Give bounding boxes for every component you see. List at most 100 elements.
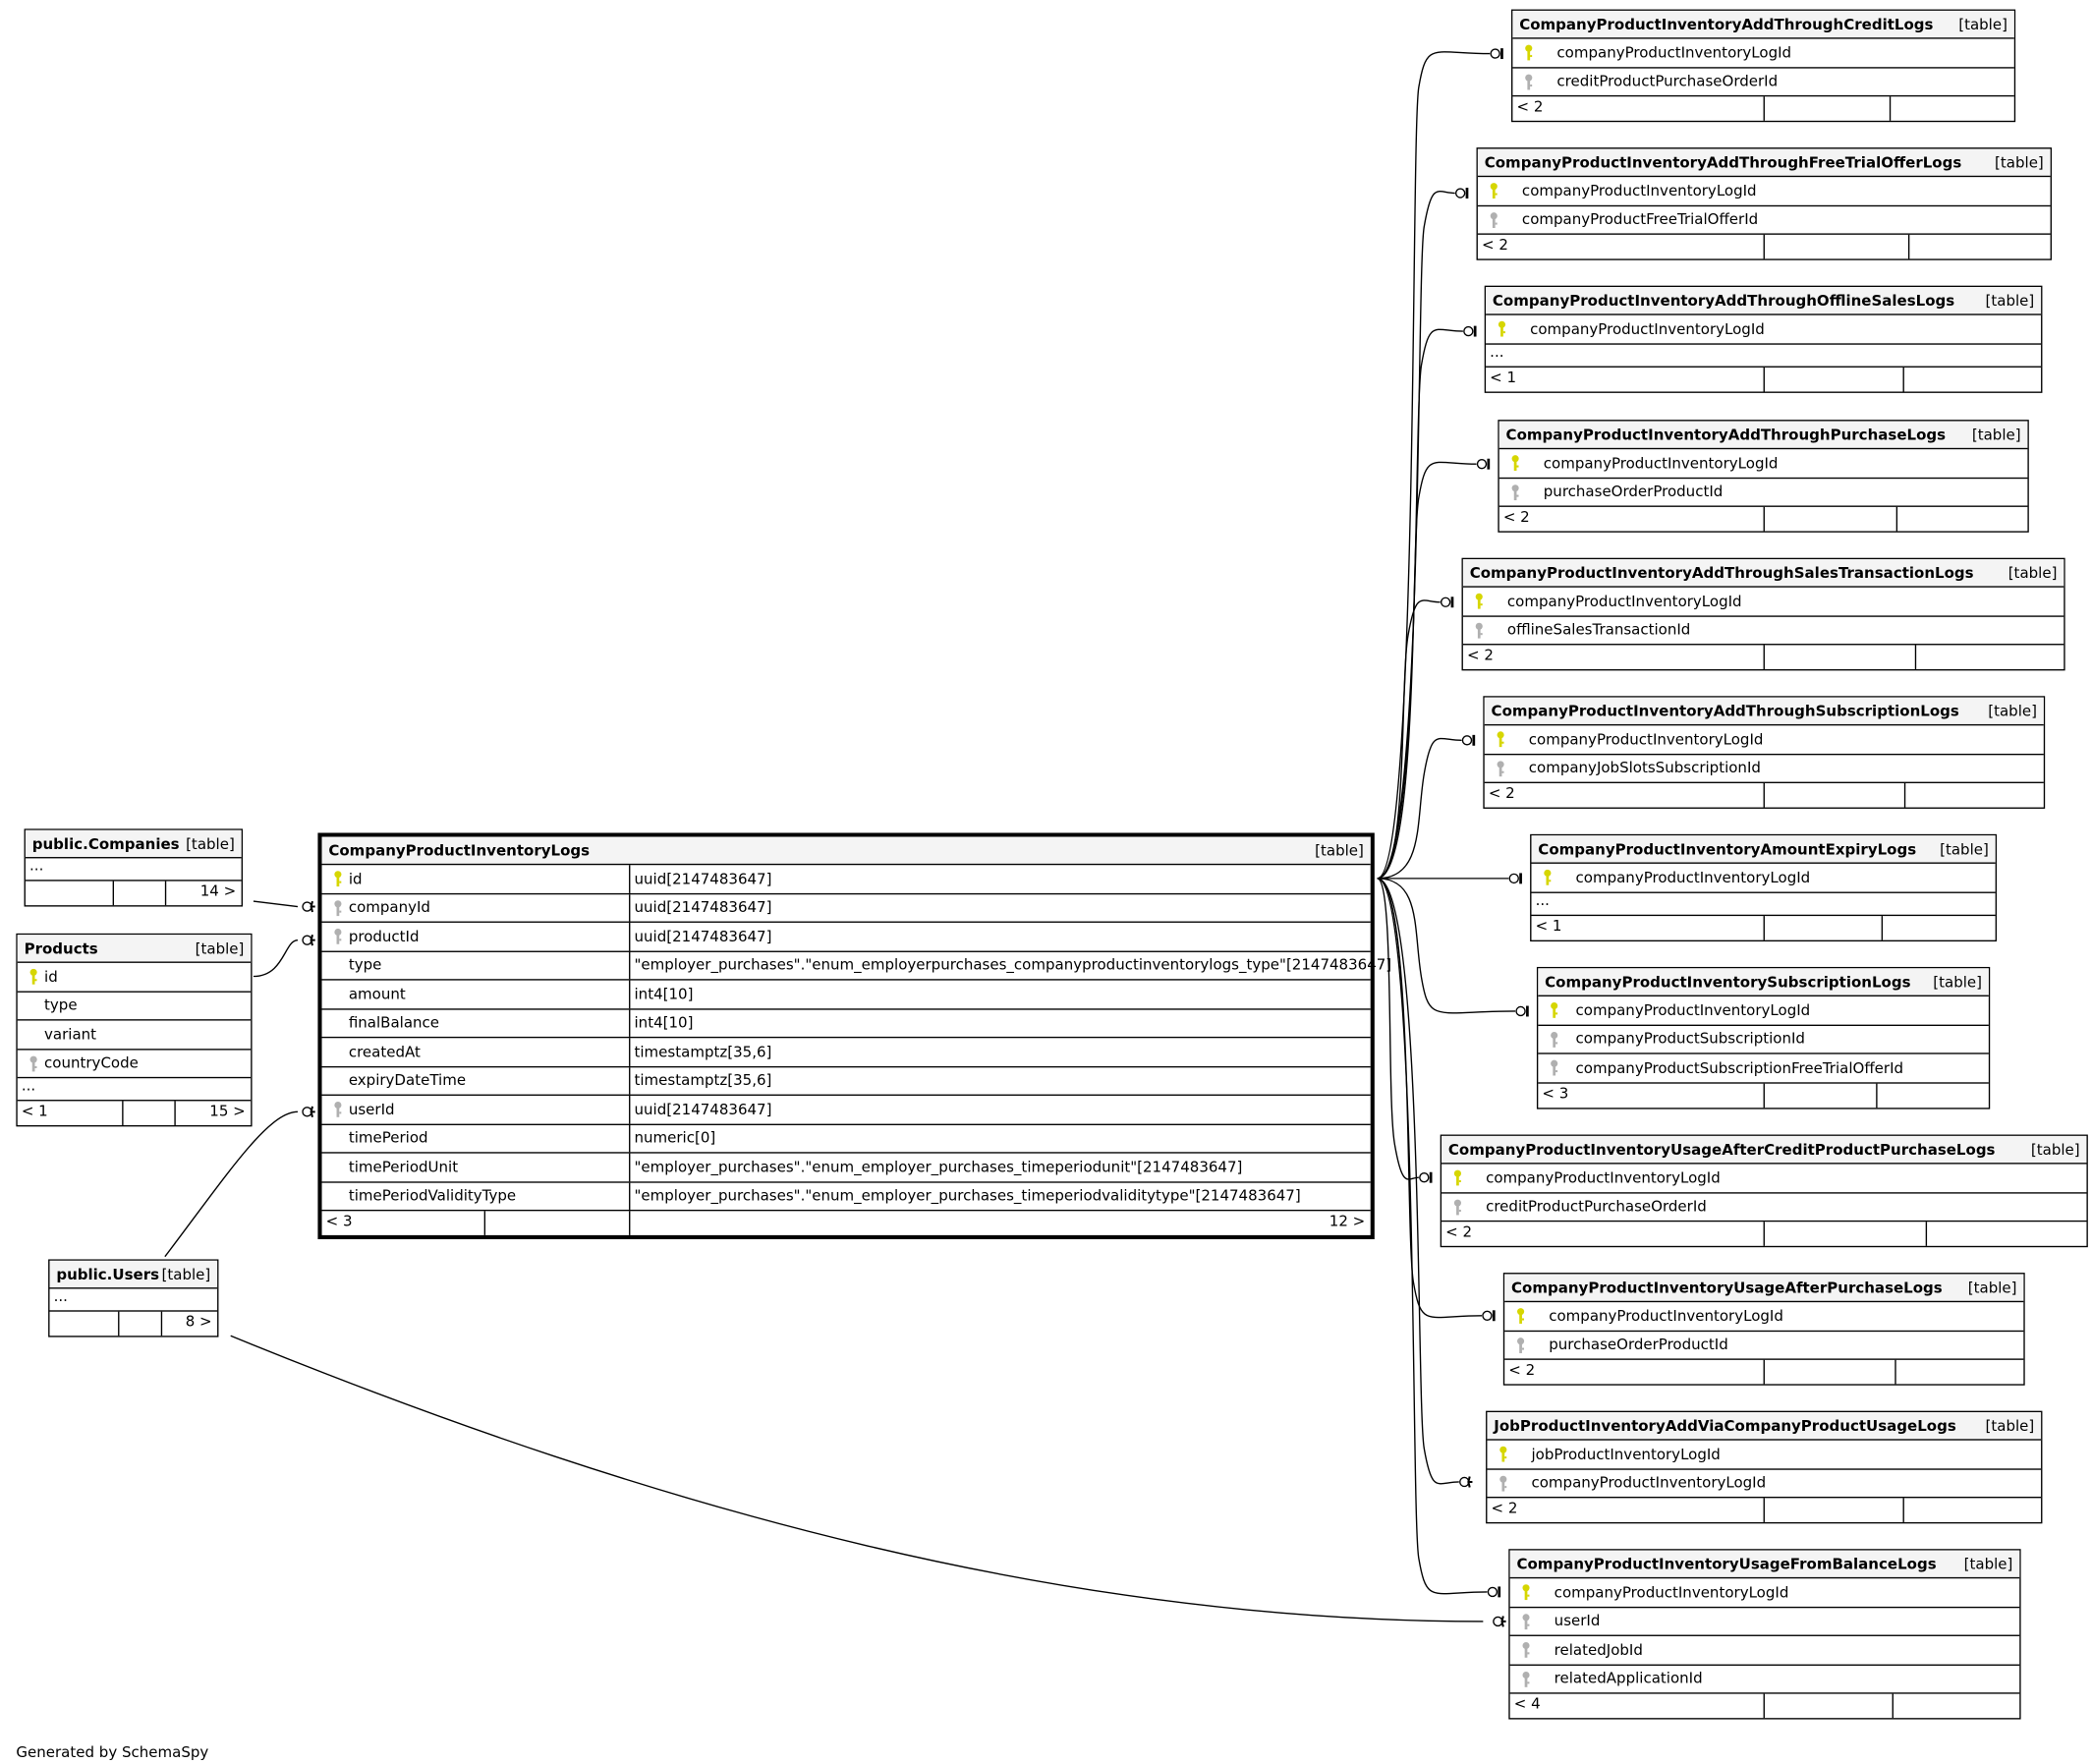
table-name[interactable]: CompanyProductInventoryUsageAfterCreditP…: [1447, 1140, 1996, 1159]
parents-count[interactable]: < 2: [1508, 1361, 1536, 1379]
table-name[interactable]: CompanyProductInventoryAddThroughSalesTr…: [1469, 563, 1974, 582]
children-count[interactable]: 15 >: [209, 1102, 246, 1120]
table-t2[interactable]: CompanyProductInventoryAddThroughFreeTri…: [1476, 147, 2052, 260]
table-header[interactable]: CompanyProductInventoryAddThroughPurchas…: [1498, 421, 2028, 450]
parents-count[interactable]: < 2: [1516, 97, 1544, 116]
table-header[interactable]: CompanyProductInventoryLogs[table]: [321, 836, 1371, 866]
column-row[interactable]: companyProductSubscriptionId: [1538, 1025, 1989, 1054]
table-name[interactable]: CompanyProductInventoryAddThroughPurchas…: [1505, 426, 1947, 444]
children-count[interactable]: 8 >: [185, 1313, 212, 1331]
column-row[interactable]: companyProductInventoryLogId: [1484, 725, 2044, 755]
table-t6[interactable]: CompanyProductInventoryAddThroughSubscri…: [1483, 696, 2046, 809]
table-header[interactable]: CompanyProductInventoryUsageFromBalanceL…: [1509, 1550, 2020, 1579]
table-t10[interactable]: CompanyProductInventoryUsageAfterPurchas…: [1502, 1273, 2025, 1386]
column-row[interactable]: purchaseOrderProductId: [1498, 479, 2028, 507]
column-row[interactable]: type"employer_purchases"."enum_employerp…: [321, 951, 1391, 981]
parents-count[interactable]: < 3: [1542, 1084, 1569, 1103]
table-t8[interactable]: CompanyProductInventorySubscriptionLogs[…: [1536, 966, 1991, 1109]
table-header[interactable]: CompanyProductInventoryAddThroughCreditL…: [1512, 10, 2014, 39]
column-row[interactable]: creditProductPurchaseOrderId: [1442, 1193, 2087, 1223]
table-t5[interactable]: CompanyProductInventoryAddThroughSalesTr…: [1461, 557, 2065, 671]
table-header[interactable]: CompanyProductInventoryUsageAfterCreditP…: [1442, 1135, 2087, 1165]
table-header[interactable]: public.Users[table]: [49, 1260, 218, 1289]
table-header[interactable]: CompanyProductInventoryAddThroughSalesTr…: [1462, 559, 2064, 588]
column-row[interactable]: companyJobSlotsSubscriptionId: [1484, 755, 2044, 783]
column-row[interactable]: creditProductPurchaseOrderId: [1512, 68, 2014, 97]
column-row[interactable]: offlineSalesTransactionId: [1462, 616, 2064, 646]
column-row[interactable]: companyProductInventoryLogId: [1498, 449, 2028, 479]
column-row[interactable]: jobProductInventoryLogId: [1487, 1441, 2042, 1470]
parents-count[interactable]: < 4: [1513, 1694, 1541, 1713]
parents-count[interactable]: < 2: [1466, 646, 1494, 664]
table-name[interactable]: CompanyProductInventoryUsageAfterPurchas…: [1511, 1279, 1943, 1296]
table-name[interactable]: CompanyProductInventoryAddThroughFreeTri…: [1484, 153, 1962, 171]
parents-count[interactable]: < 1: [21, 1102, 48, 1120]
column-row[interactable]: companyProductSubscriptionFreeTrialOffer…: [1538, 1054, 1989, 1083]
table-header[interactable]: CompanyProductInventoryUsageAfterPurchas…: [1504, 1274, 2024, 1303]
table-header[interactable]: CompanyProductInventoryAddThroughFreeTri…: [1477, 148, 2051, 178]
column-row[interactable]: relatedJobId: [1509, 1636, 2020, 1666]
column-row[interactable]: companyProductInventoryLogId: [1531, 864, 1996, 893]
column-row[interactable]: companyProductInventoryLogId: [1462, 588, 2064, 617]
column-row[interactable]: type: [17, 992, 252, 1021]
column-row[interactable]: companyProductFreeTrialOfferId: [1477, 205, 2051, 235]
parents-count[interactable]: < 2: [1488, 784, 1515, 803]
table-name[interactable]: CompanyProductInventoryAddThroughCreditL…: [1519, 15, 1934, 33]
table-header[interactable]: CompanyProductInventoryAmountExpiryLogs[…: [1531, 835, 1996, 864]
table-header[interactable]: public.Companies[table]: [25, 829, 242, 859]
parents-count[interactable]: < 2: [1481, 236, 1508, 254]
column-row[interactable]: companyProductInventoryLogId: [1512, 39, 2014, 68]
column-row[interactable]: companyProductInventoryLogId: [1442, 1165, 2087, 1193]
table-t7[interactable]: CompanyProductInventoryAmountExpiryLogs[…: [1530, 833, 1998, 941]
table-t4[interactable]: CompanyProductInventoryAddThroughPurchas…: [1498, 420, 2029, 533]
column-row[interactable]: companyProductInventoryLogId: [1509, 1578, 2020, 1608]
table-header[interactable]: CompanyProductInventoryAddThroughOffline…: [1486, 287, 2042, 315]
column-row[interactable]: countryCode: [17, 1050, 252, 1079]
column-row[interactable]: userId: [1509, 1608, 2020, 1636]
column-row[interactable]: id: [17, 963, 252, 993]
column-row[interactable]: timePeriodUnit"employer_purchases"."enum…: [321, 1153, 1371, 1182]
table-name[interactable]: CompanyProductInventoryLogs: [328, 841, 591, 860]
table-name[interactable]: CompanyProductInventoryAddThroughSubscri…: [1491, 702, 1959, 720]
table-name[interactable]: JobProductInventoryAddViaCompanyProductU…: [1494, 1416, 1956, 1435]
column-row[interactable]: companyProductInventoryLogId: [1504, 1302, 2024, 1332]
column-row[interactable]: companyProductInventoryLogId: [1477, 177, 2051, 206]
parents-count[interactable]: < 2: [1491, 1499, 1518, 1517]
table-name[interactable]: CompanyProductInventoryAmountExpiryLogs: [1538, 839, 1917, 858]
column-row[interactable]: relatedApplicationId: [1509, 1665, 2020, 1694]
table-header[interactable]: CompanyProductInventorySubscriptionLogs[…: [1538, 968, 1989, 996]
children-count[interactable]: 12 >: [1329, 1212, 1366, 1230]
table-t9[interactable]: CompanyProductInventoryUsageAfterCreditP…: [1440, 1134, 2088, 1248]
parents-count[interactable]: < 1: [1490, 368, 1517, 386]
column-row[interactable]: purchaseOrderProductId: [1504, 1331, 2024, 1360]
parents-count[interactable]: < 2: [1502, 508, 1530, 526]
table-name[interactable]: CompanyProductInventoryUsageFromBalanceL…: [1516, 1555, 1937, 1573]
table-header[interactable]: JobProductInventoryAddViaCompanyProductU…: [1487, 1412, 2042, 1441]
table-header[interactable]: Products[table]: [17, 935, 252, 963]
column-row[interactable]: companyProductInventoryLogId: [1486, 315, 2042, 345]
table-name[interactable]: public.Companies: [31, 834, 180, 853]
column-row[interactable]: timePeriodValidityType"employer_purchase…: [321, 1181, 1371, 1212]
table-users[interactable]: public.Users[table]...8 >: [48, 1259, 219, 1337]
table-t12[interactable]: CompanyProductInventoryUsageFromBalanceL…: [1508, 1549, 2021, 1720]
table-t11[interactable]: JobProductInventoryAddViaCompanyProductU…: [1486, 1410, 2043, 1524]
parents-count[interactable]: < 2: [1445, 1223, 1473, 1241]
table-name[interactable]: CompanyProductInventoryAddThroughOffline…: [1492, 291, 1955, 310]
parents-count[interactable]: < 1: [1535, 916, 1562, 935]
parents-count[interactable]: < 3: [325, 1212, 353, 1230]
table-t3[interactable]: CompanyProductInventoryAddThroughOffline…: [1484, 285, 2043, 393]
table-name[interactable]: CompanyProductInventorySubscriptionLogs: [1545, 973, 1911, 991]
column-row[interactable]: companyProductInventoryLogId: [1538, 996, 1989, 1026]
table-header[interactable]: CompanyProductInventoryAddThroughSubscri…: [1484, 697, 2044, 726]
table-t1[interactable]: CompanyProductInventoryAddThroughCreditL…: [1511, 9, 2016, 123]
